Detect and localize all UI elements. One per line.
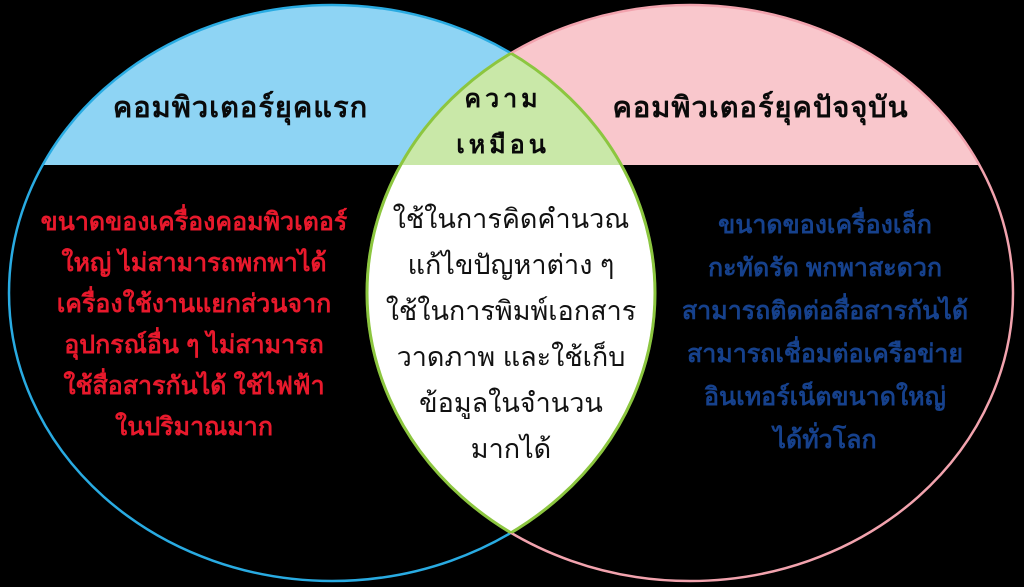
left-text-line: ในปริมาณมาก <box>115 413 273 441</box>
center-text-line: วาดภาพ และใช้เก็บ <box>396 342 626 372</box>
left-text-line: ขนาดของเครื่องคอมพิวเตอร์ <box>40 208 348 236</box>
right-text-line: ได้ทั่วโลก <box>773 426 877 454</box>
right-text-line: อินเทอร์เน็ตขนาดใหญ่ <box>704 383 946 411</box>
left-text-line: เครื่องใช้งานแยกส่วนจาก <box>56 290 332 318</box>
right-circle-title: คอมพิวเตอร์ยุคปัจจุบัน <box>612 92 909 124</box>
center-text-line: ใช้ในการคิดคำนวณ <box>392 204 630 234</box>
center-title-line2: เหมือน <box>456 131 550 159</box>
left-circle-text: ขนาดของเครื่องคอมพิวเตอร์ ใหญ่ ไม่สามารถ… <box>20 202 368 448</box>
center-text-line: ข้อมูลในจำนวน <box>419 388 603 418</box>
center-lens-text: ใช้ในการคิดคำนวณ แก้ไขปัญหาต่าง ๆ ใช้ในก… <box>370 196 652 472</box>
right-text-line: สามารถเชื่อมต่อเครือข่าย <box>686 340 964 368</box>
right-text-line: สามารถติดต่อสื่อสารกันได้ <box>681 297 969 325</box>
left-text-line: ใช้สื่อสารกันได้ ใช้ไฟฟ้า <box>63 372 325 400</box>
right-text-line: ขนาดของเครื่องเล็ก <box>718 211 932 239</box>
right-circle-text: ขนาดของเครื่องเล็ก กะทัดรัด พกพาสะดวก สา… <box>652 204 998 462</box>
lens-outline-right-arc <box>365 5 655 581</box>
center-text-line: แก้ไขปัญหาต่าง ๆ <box>407 250 615 280</box>
center-text-line: ใช้ในการพิมพ์เอกสาร <box>385 296 637 326</box>
left-circle-title: คอมพิวเตอร์ยุคแรก <box>112 92 369 124</box>
lens-outline-left-arc <box>367 5 657 581</box>
center-title-line1: ความ <box>464 85 542 113</box>
center-text-line: มากได้ <box>470 434 552 464</box>
left-text-line: อุปกรณ์อื่น ๆ ไม่สามารถ <box>64 331 324 359</box>
right-text-line: กะทัดรัด พกพาสะดวก <box>707 254 943 282</box>
center-lens-title: ความ เหมือน <box>423 76 583 168</box>
left-text-line: ใหญ่ ไม่สามารถพกพาได้ <box>61 249 327 277</box>
